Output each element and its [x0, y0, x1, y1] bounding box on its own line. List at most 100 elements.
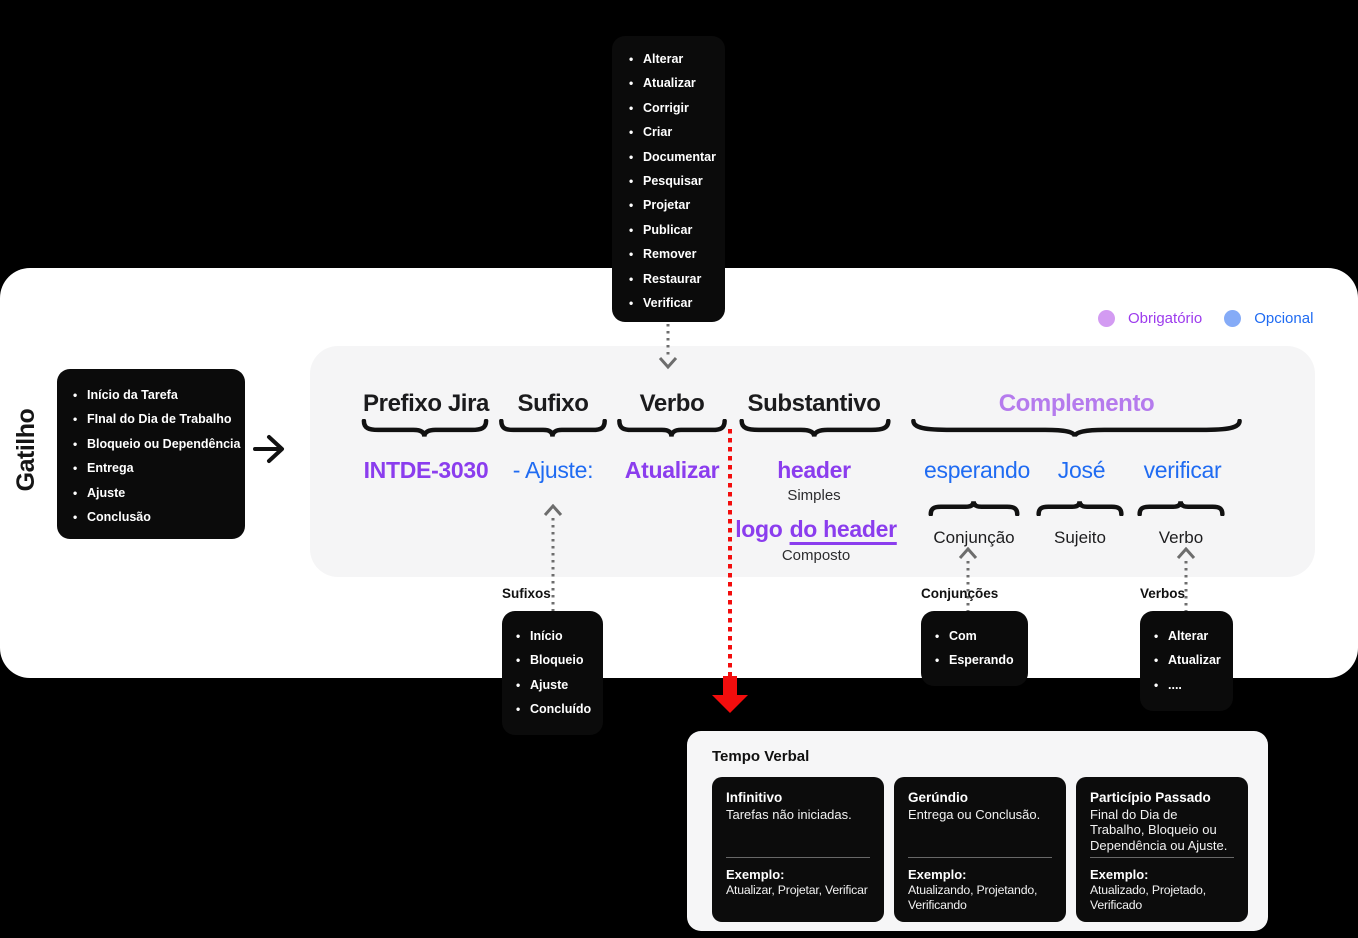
list-item: Bloqueio ou Dependência — [73, 432, 245, 456]
complement-verb-value: verificar — [1143, 457, 1222, 483]
list-item: Pesquisar — [629, 169, 725, 193]
brace-up-icon — [1036, 500, 1124, 516]
brace-down-icon — [616, 419, 728, 438]
brace-down-icon — [360, 419, 490, 438]
list-item: Documentar — [629, 145, 725, 169]
noun-composite-underlined: do header — [789, 516, 898, 542]
card-divider — [726, 857, 870, 858]
list-item: Início da Tarefa — [73, 383, 245, 407]
up-arrow-icon — [958, 547, 978, 612]
list-item: Alterar — [629, 47, 725, 71]
conjunctions-list: Com Esperando — [921, 611, 1028, 673]
tense-card-past-participle: Particípio Passado Final do Dia de Traba… — [1076, 777, 1248, 922]
noun-composite-label: Composto — [781, 547, 851, 564]
noun-composite-plain: logo — [735, 516, 783, 542]
list-item: Entrega — [73, 456, 245, 480]
brace-down-icon — [498, 419, 608, 438]
card-divider — [1090, 857, 1234, 858]
tense-panel: Tempo Verbal Infinitivo Tarefas não inic… — [687, 731, 1268, 931]
card-examples: Atualizando, Projetando, Verificando — [908, 883, 1038, 912]
verbs-popup-list: Alterar Atualizar Corrigir Criar Documen… — [612, 36, 725, 315]
list-item: Com — [935, 624, 1028, 648]
complement-conjunction-value: esperando — [924, 457, 1030, 483]
right-arrow-icon — [253, 435, 284, 463]
suffix-header: Sufixo — [517, 390, 589, 417]
trigger-box: Início da Tarefa FInal do Dia de Trabalh… — [57, 369, 245, 539]
verbs-label: Verbos — [1140, 586, 1186, 601]
list-item: Projetar — [629, 193, 725, 217]
list-item: Alterar — [1154, 624, 1233, 648]
card-title: Particípio Passado — [1090, 790, 1211, 805]
list-item: Atualizar — [629, 71, 725, 95]
list-item: FInal do Dia de Trabalho — [73, 407, 245, 431]
list-item: Bloqueio — [516, 648, 603, 672]
conjunctions-box: Com Esperando — [921, 611, 1028, 686]
complement-header: Complemento — [998, 390, 1155, 417]
list-item: Início — [516, 624, 603, 648]
up-arrow-icon — [1176, 547, 1196, 612]
optional-dot-icon — [1224, 310, 1242, 327]
trigger-title: Gatilho — [12, 408, 40, 492]
subject-role-label: Sujeito — [1054, 528, 1106, 547]
card-examples: Atualizar, Projetar, Verificar — [726, 883, 868, 897]
list-item: Atualizar — [1154, 648, 1233, 672]
down-arrow-icon — [658, 324, 678, 370]
verbs-callout-box: Alterar Atualizar .... — [1140, 611, 1233, 711]
brace-down-icon — [737, 419, 893, 438]
list-item: Publicar — [629, 218, 725, 242]
tense-card-infinitive: Infinitivo Tarefas não iniciadas. Exempl… — [712, 777, 884, 922]
card-example-label: Exemplo: — [726, 867, 785, 882]
brace-down-icon — [903, 419, 1250, 438]
legend-item-required: Obrigatório — [1098, 310, 1202, 327]
legend-item-optional: Opcional — [1224, 310, 1313, 327]
conjunction-role-label: Conjunção — [933, 528, 1015, 547]
list-item: Concluído — [516, 697, 603, 721]
list-item: Conclusão — [73, 505, 245, 529]
list-item: Remover — [629, 242, 725, 266]
verbs-popup-box: Alterar Atualizar Corrigir Criar Documen… — [612, 36, 725, 322]
list-item: Ajuste — [516, 673, 603, 697]
red-down-arrow-icon — [712, 429, 748, 713]
verb-role-label: Verbo — [1158, 528, 1204, 547]
card-title: Infinitivo — [726, 790, 783, 805]
conjunctions-label: Conjunções — [921, 586, 999, 601]
verbs-callout-list: Alterar Atualizar .... — [1140, 611, 1233, 697]
suffixes-label: Sufixos — [502, 586, 551, 601]
card-description: Final do Dia de Trabalho, Bloqueio ou De… — [1090, 807, 1228, 853]
suffix-value: - Ajuste: — [512, 457, 594, 483]
tense-panel-title: Tempo Verbal — [712, 748, 810, 765]
brace-up-icon — [928, 500, 1020, 516]
list-item: Ajuste — [73, 481, 245, 505]
legend-required-label: Obrigatório — [1128, 310, 1203, 327]
required-dot-icon — [1098, 310, 1115, 327]
tense-card-gerund: Gerúndio Entrega ou Conclusão. Exemplo: … — [894, 777, 1066, 922]
card-description: Tarefas não iniciadas. — [726, 807, 852, 822]
legend-optional-label: Opcional — [1254, 310, 1314, 327]
card-title: Gerúndio — [908, 790, 968, 805]
verb-value: Atualizar — [624, 457, 720, 483]
up-arrow-icon — [543, 504, 563, 612]
list-item: Restaurar — [629, 267, 725, 291]
tense-cards: Infinitivo Tarefas não iniciadas. Exempl… — [712, 777, 1248, 922]
list-item: .... — [1154, 673, 1233, 697]
complement-subject-value: José — [1057, 457, 1106, 483]
suffixes-list: Início Bloqueio Ajuste Concluído — [502, 611, 603, 722]
list-item: Criar — [629, 120, 725, 144]
list-item: Verificar — [629, 291, 725, 315]
card-description: Entrega ou Conclusão. — [908, 807, 1041, 822]
legend: Obrigatório Opcional — [1098, 310, 1313, 327]
prefix-value: INTDE-3030 — [363, 457, 489, 483]
prefix-header: Prefixo Jira — [363, 390, 489, 417]
noun-simple-label: Simples — [787, 487, 841, 504]
card-example-label: Exemplo: — [908, 867, 967, 882]
suffixes-box: Início Bloqueio Ajuste Concluído — [502, 611, 603, 735]
trigger-list: Início da Tarefa FInal do Dia de Trabalh… — [57, 369, 245, 529]
list-item: Esperando — [935, 648, 1028, 672]
noun-simple-value: header — [777, 457, 851, 483]
list-item: Corrigir — [629, 96, 725, 120]
sentence-structure-box — [310, 346, 1315, 577]
noun-header: Substantivo — [747, 390, 881, 417]
card-examples: Atualizado, Projetado, Verificado — [1090, 883, 1206, 912]
